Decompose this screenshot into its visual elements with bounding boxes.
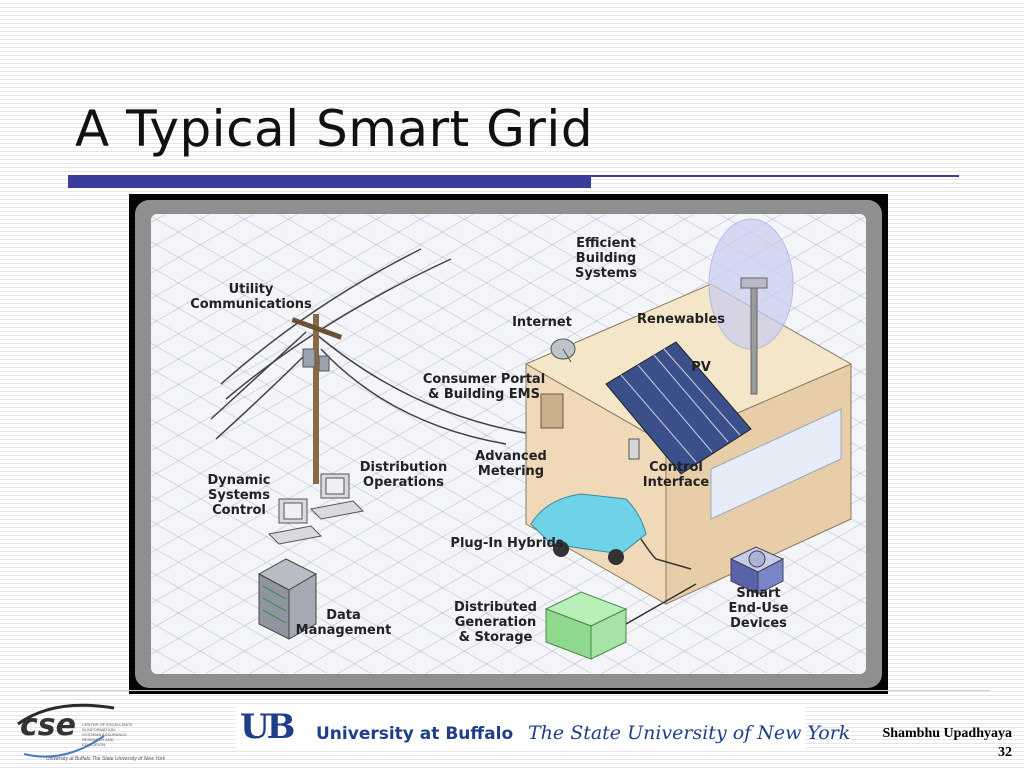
ub-university-name: University at Buffalo (316, 724, 514, 744)
ub-monogram: UB (240, 707, 295, 747)
label-data-management: Data Management (295, 608, 392, 638)
label-distributed-generation: Distributed Generation & Storage (454, 600, 537, 645)
plug-in-hybrid-car-icon (530, 493, 692, 570)
satellite-dish-icon (550, 338, 576, 363)
cse-logo-subcaption: University at Buffalo The State Universi… (46, 756, 166, 762)
smart-device-icon (729, 546, 785, 595)
label-smart-end-use-devices: Smart End-Use Devices (728, 586, 789, 631)
utility-pole-icon (291, 314, 343, 484)
slide-title: A Typical Smart Grid (75, 100, 594, 158)
wind-turbine-icon (708, 218, 794, 395)
author-name: Shambhu Upadhyaya (882, 726, 1012, 741)
label-consumer-portal: Consumer Portal & Building EMS (422, 372, 546, 402)
label-internet: Internet (512, 315, 572, 330)
footer-rule (40, 690, 990, 691)
diagram-canvas: Utility Communications Efficient Buildin… (151, 214, 866, 674)
cse-swoosh-icon (17, 703, 115, 758)
server-rack-icon (257, 558, 318, 640)
generator-storage-icon (544, 583, 697, 660)
slide-number: 32 (998, 745, 1012, 760)
title-underline-thin (591, 175, 959, 177)
label-pv: PV (691, 360, 711, 375)
label-control-interface: Control Interface (642, 460, 710, 490)
ub-tagline: The State University of New York (528, 722, 851, 744)
cse-logo-caption: CENTER OF EXCELLENCE IN INFORMATION SYST… (82, 722, 133, 747)
smart-grid-illustration (210, 218, 853, 660)
label-advanced-metering: Advanced Metering (475, 449, 547, 479)
label-plug-in-hybrids: Plug-In Hybrids (450, 536, 564, 551)
title-underline-thick (68, 175, 591, 188)
cse-logo-letters: cse (20, 708, 76, 743)
solar-panel-icon (605, 341, 752, 475)
label-efficient-building-systems: Efficient Building Systems (575, 236, 637, 281)
cse-logo: cse CENTER OF EXCELLENCE IN INFORMATION … (14, 696, 165, 766)
label-utility-communications: Utility Communications (190, 282, 312, 312)
label-dynamic-systems-control: Dynamic Systems Control (207, 473, 271, 518)
diagram-border: Utility Communications Efficient Buildin… (135, 200, 882, 688)
ub-logo-strip: UB University at Buffalo The State Unive… (236, 705, 850, 750)
computer-workstation-icon (267, 473, 365, 545)
label-distribution-operations: Distribution Operations (359, 460, 448, 490)
label-renewables: Renewables (637, 312, 725, 327)
power-lines (210, 248, 532, 445)
smart-grid-diagram: Utility Communications Efficient Buildin… (129, 194, 888, 694)
